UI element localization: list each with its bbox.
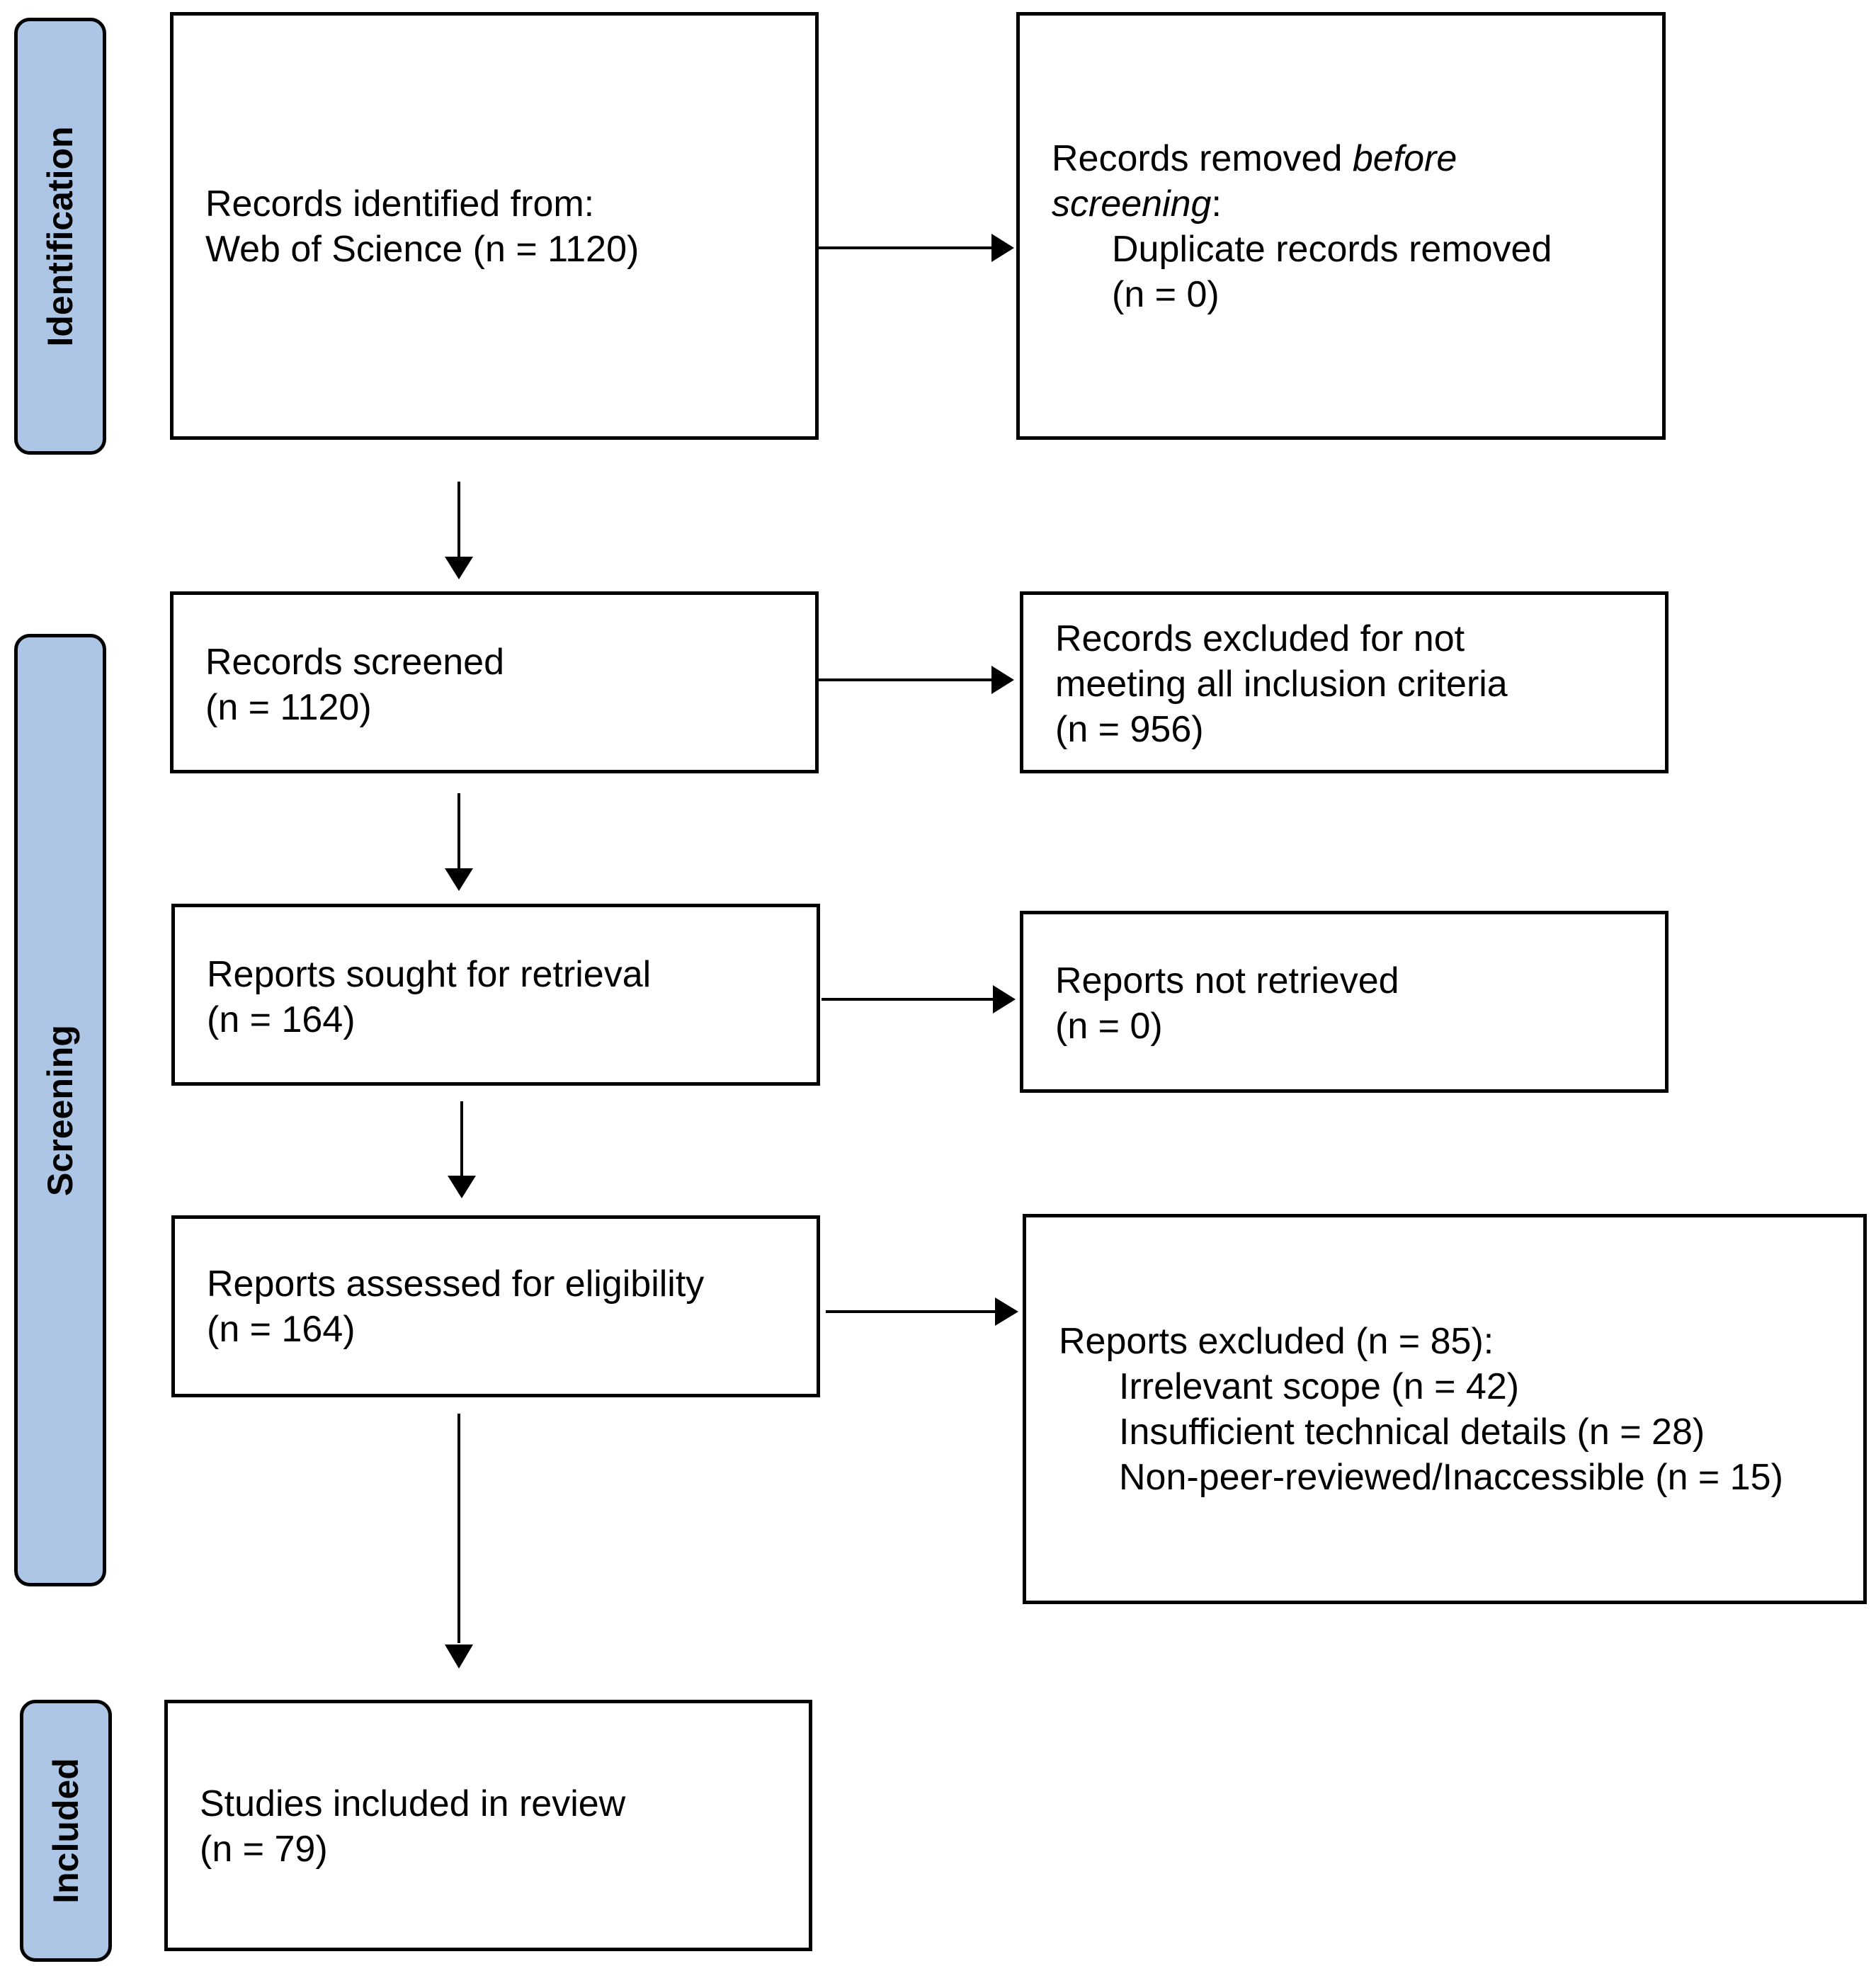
arrowhead-screened-to-sought xyxy=(445,868,473,891)
studies-included-line1: Studies included in review xyxy=(200,1783,626,1824)
records-screened-line2: (n = 1120) xyxy=(205,687,372,728)
arrowhead-identified-to-screened xyxy=(445,557,473,579)
arrowhead-identified-to-removed xyxy=(991,234,1014,262)
records-removed-line4: (n = 0) xyxy=(1112,274,1220,315)
box-reports-excluded xyxy=(1023,1214,1867,1604)
records-removed-line3: Duplicate records removed xyxy=(1112,229,1552,270)
reports-assessed-line2: (n = 164) xyxy=(207,1309,356,1350)
phase-identification: Identification xyxy=(14,18,106,455)
records-identified-line1: Records identified from: xyxy=(205,183,595,225)
box-records-excluded xyxy=(1020,591,1668,773)
text-records-identified: Records identified from: Web of Science … xyxy=(205,181,639,272)
records-removed-line2: screening: xyxy=(1052,183,1222,225)
reports-excluded-line3: Insufficient technical details (n = 28) xyxy=(1119,1411,1705,1453)
reports-not-retrieved-line2: (n = 0) xyxy=(1055,1006,1163,1047)
text-reports-not-retrieved: Reports not retrieved (n = 0) xyxy=(1055,958,1399,1049)
text-reports-excluded: Reports excluded (n = 85): Irrelevant sc… xyxy=(1059,1319,1783,1500)
text-records-screened: Records screened (n = 1120) xyxy=(205,640,504,730)
records-removed-line1: Records removed before xyxy=(1052,138,1457,179)
records-excluded-line2: meeting all inclusion criteria xyxy=(1055,664,1508,705)
reports-sought-line2: (n = 164) xyxy=(207,999,356,1040)
records-screened-line1: Records screened xyxy=(205,642,504,683)
records-identified-line2: Web of Science (n = 1120) xyxy=(205,229,639,270)
text-reports-assessed: Reports assessed for eligibility (n = 16… xyxy=(207,1261,704,1352)
phase-screening: Screening xyxy=(14,634,106,1586)
box-reports-not-retrieved xyxy=(1020,911,1668,1093)
reports-not-retrieved-line1: Reports not retrieved xyxy=(1055,960,1399,1001)
box-records-identified xyxy=(170,12,819,440)
arrowhead-sought-to-not-retrieved xyxy=(993,985,1016,1013)
arrowhead-assessed-to-included xyxy=(445,1645,473,1669)
phase-included: Included xyxy=(20,1700,112,1962)
reports-excluded-line1: Reports excluded (n = 85): xyxy=(1059,1321,1494,1362)
box-reports-assessed xyxy=(171,1215,820,1397)
reports-excluded-line2: Irrelevant scope (n = 42) xyxy=(1119,1366,1520,1407)
arrowhead-sought-to-assessed xyxy=(448,1176,476,1198)
arrowhead-assessed-to-reports-excluded xyxy=(995,1297,1018,1326)
box-studies-included xyxy=(164,1700,812,1951)
text-studies-included: Studies included in review (n = 79) xyxy=(200,1781,625,1872)
box-records-screened xyxy=(170,591,819,773)
arrowhead-screened-to-excluded xyxy=(991,666,1014,694)
records-excluded-line3: (n = 956) xyxy=(1055,709,1204,750)
reports-excluded-line4: Non-peer-reviewed/Inaccessible (n = 15) xyxy=(1119,1457,1783,1498)
text-records-excluded: Records excluded for not meeting all inc… xyxy=(1055,616,1508,752)
reports-assessed-line1: Reports assessed for eligibility xyxy=(207,1263,705,1305)
text-records-removed: Records removed before screening: Duplic… xyxy=(1052,136,1552,317)
reports-sought-line1: Reports sought for retrieval xyxy=(207,954,652,995)
text-reports-sought: Reports sought for retrieval (n = 164) xyxy=(207,952,651,1043)
box-reports-sought xyxy=(171,904,820,1086)
records-excluded-line1: Records excluded for not xyxy=(1055,618,1465,659)
studies-included-line2: (n = 79) xyxy=(200,1829,328,1870)
box-records-removed xyxy=(1016,12,1666,440)
